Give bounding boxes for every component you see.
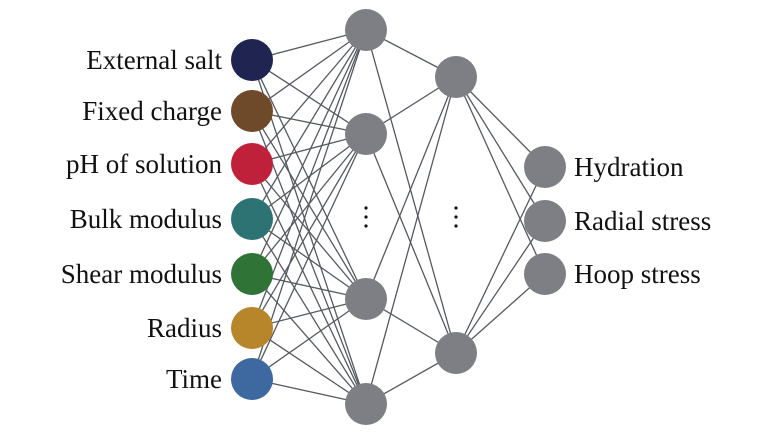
- edge: [251, 133, 367, 329]
- nodes: ⋮⋮: [231, 9, 566, 425]
- edge: [251, 29, 367, 165]
- input-node: [231, 39, 273, 81]
- edge: [251, 298, 367, 380]
- input-label: Bulk modulus: [70, 204, 222, 234]
- edge: [251, 133, 367, 220]
- hidden1-node: [345, 113, 387, 155]
- hidden1-node: [345, 383, 387, 425]
- input-node: [231, 143, 273, 185]
- input-node: [231, 90, 273, 132]
- edge: [365, 76, 457, 300]
- edge: [251, 133, 367, 380]
- hidden1-node: [345, 9, 387, 51]
- edge: [251, 29, 367, 112]
- output-node: [524, 253, 566, 295]
- edge: [251, 163, 367, 405]
- hidden1-node: [345, 278, 387, 320]
- ellipsis-icon: ⋮: [454, 206, 458, 228]
- output-node: [524, 146, 566, 188]
- edge: [455, 76, 546, 222]
- input-label: Fixed charge: [82, 96, 222, 126]
- edge: [251, 29, 367, 220]
- input-label: Radius: [147, 313, 222, 343]
- input-node: [231, 358, 273, 400]
- edge: [365, 133, 457, 354]
- input-label: External salt: [86, 45, 222, 75]
- ellipsis-text: ⋮: [366, 220, 367, 221]
- input-node: [231, 307, 273, 349]
- hidden2-node: [435, 56, 477, 98]
- edge: [365, 29, 457, 354]
- output-node: [524, 200, 566, 242]
- connections: [251, 29, 546, 405]
- edge: [251, 327, 367, 405]
- edge: [455, 76, 546, 168]
- input-label: pH of solution: [66, 149, 223, 179]
- input-label: Shear modulus: [61, 259, 222, 289]
- edge: [365, 76, 457, 405]
- edge: [455, 166, 546, 354]
- output-label: Hydration: [574, 152, 684, 182]
- ellipsis-icon: ⋮: [364, 206, 368, 228]
- output-label: Hoop stress: [574, 259, 701, 289]
- edge: [455, 220, 546, 354]
- edge: [251, 29, 367, 275]
- input-label: Time: [166, 364, 222, 394]
- output-label: Radial stress: [574, 206, 711, 236]
- edge: [455, 76, 546, 275]
- hidden2-node: [435, 332, 477, 374]
- input-node: [231, 198, 273, 240]
- input-node: [231, 253, 273, 295]
- ellipsis-text: ⋮: [456, 220, 457, 221]
